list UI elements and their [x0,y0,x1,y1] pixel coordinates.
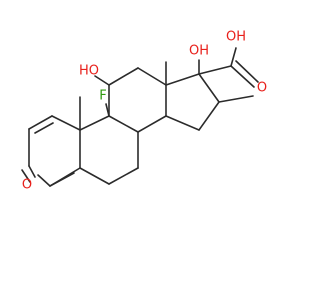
atom-labels: HO F OH OH O O [22,30,267,193]
structure-diagram: HO F OH OH O O [21,30,267,193]
bond [51,115,81,131]
bond [108,115,139,133]
bond [198,73,220,103]
bond [37,174,51,187]
bond [105,103,110,117]
double-bond [34,122,54,134]
double-bond [235,60,259,83]
bond [165,115,200,131]
fluorine-label: F [99,89,106,104]
bond [108,167,139,185]
bond [137,115,167,133]
hydroxyl-label-c11: HO [79,64,99,79]
bond [108,67,139,86]
bond [218,95,254,103]
bond [198,101,220,131]
hydroxyl-label-c17: OH [189,44,209,59]
bond [28,115,53,130]
ketone-oxygen-label: O [22,178,32,193]
bond [198,65,232,75]
molecule-drawing: HO F OH OH O O [21,30,267,193]
bond [79,167,110,185]
bond [137,67,167,86]
bond [94,75,110,86]
double-bond [21,169,31,183]
bond [28,165,36,178]
double-bond [49,172,75,187]
bond-lines [21,47,259,187]
bond [230,65,255,88]
carboxyl-hydroxyl-label: OH [226,30,246,45]
bond [79,115,110,131]
bond [230,47,237,67]
bond [165,73,200,86]
carboxyl-oxygen-label: O [257,81,267,96]
